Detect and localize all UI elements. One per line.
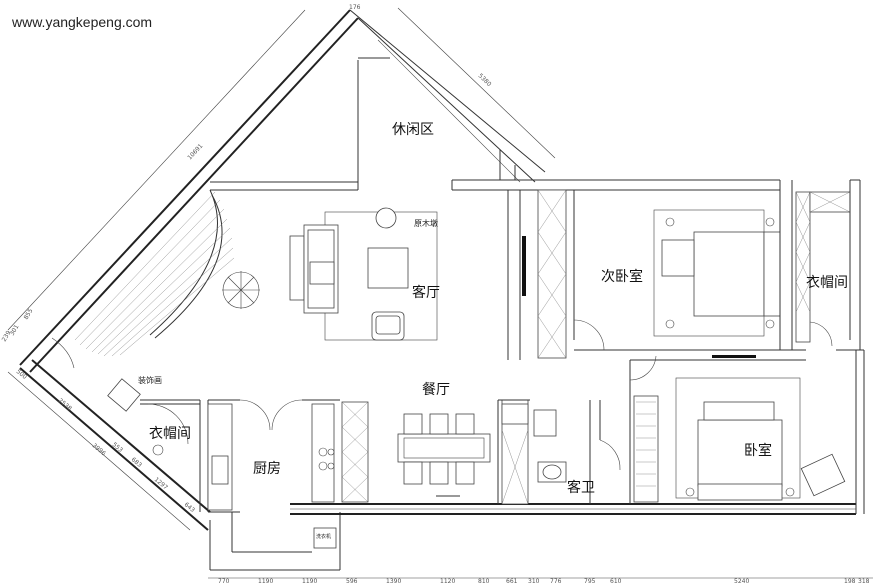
- room-guest-bath: 客卫: [567, 479, 595, 496]
- south-wall: [290, 503, 856, 515]
- room-kitchen: 厨房: [253, 461, 281, 477]
- staircase: [51, 181, 359, 369]
- kitchen: [199, 399, 341, 571]
- dim-left-b: 301: [9, 323, 21, 337]
- dim-b12: 5240: [734, 578, 749, 583]
- room-second-bedroom: 次卧室: [601, 268, 643, 285]
- dim-b13: 198: [844, 578, 856, 583]
- closet-left: [107, 378, 200, 456]
- dim-b7: 661: [506, 578, 518, 583]
- dim-b6: 810: [478, 578, 490, 583]
- living-area: [222, 207, 438, 341]
- room-closet-left: 衣帽间: [149, 426, 191, 442]
- dim-b0: 770: [218, 578, 230, 583]
- dim-b8: 310: [528, 578, 540, 583]
- dim-corner-top: 176: [349, 4, 361, 11]
- label-appliance: 洗衣机: [316, 533, 331, 540]
- watermark: www.yangkepeng.com: [11, 14, 152, 30]
- diagonal-walls: 5380 176 10691 239 301 855: [1, 4, 556, 373]
- room-closet-right: 衣帽间: [806, 275, 848, 291]
- lower-left-wall: 500 2538 3996 553 683 1297 643: [7, 359, 211, 531]
- dim-left-h: 683: [130, 456, 143, 469]
- dim-left-c: 855: [23, 307, 35, 321]
- master-bedroom: [629, 349, 865, 514]
- room-living: 客厅: [412, 284, 440, 301]
- dim-left-diag: 10691: [186, 142, 204, 161]
- label-decor-painting: 装饰画: [138, 375, 162, 385]
- dim-b1: 1190: [258, 578, 273, 583]
- dim-b3: 596: [346, 578, 358, 583]
- dim-b11: 610: [610, 578, 622, 583]
- guest-bath: [497, 399, 621, 505]
- dim-b9: 776: [550, 578, 562, 583]
- room-dining: 餐厅: [422, 382, 450, 398]
- dim-left-a: 239: [1, 329, 13, 343]
- dim-b10: 795: [584, 578, 596, 583]
- closet-right: [795, 179, 861, 350]
- room-master-bedroom: 卧室: [744, 442, 772, 459]
- leisure-walls: [357, 57, 780, 191]
- dim-b4: 1390: [386, 578, 401, 583]
- dim-left-g: 553: [111, 441, 124, 454]
- dim-b14: 318: [858, 578, 870, 583]
- dim-left-f: 3996: [91, 442, 107, 457]
- bottom-dimensions: 770 1190 1190 596 1390 1120 810 661 310 …: [208, 577, 873, 583]
- dim-b5: 1120: [440, 578, 455, 583]
- dim-left-d: 500: [15, 368, 28, 381]
- room-leisure: 休闲区: [392, 122, 434, 138]
- second-bedroom: [507, 180, 806, 361]
- label-wood-stool: 原木墩: [414, 218, 438, 228]
- dim-left-e: 2538: [57, 397, 73, 412]
- dim-b2: 1190: [302, 578, 317, 583]
- dining-area: [341, 401, 491, 503]
- dim-left-j: 643: [183, 501, 196, 514]
